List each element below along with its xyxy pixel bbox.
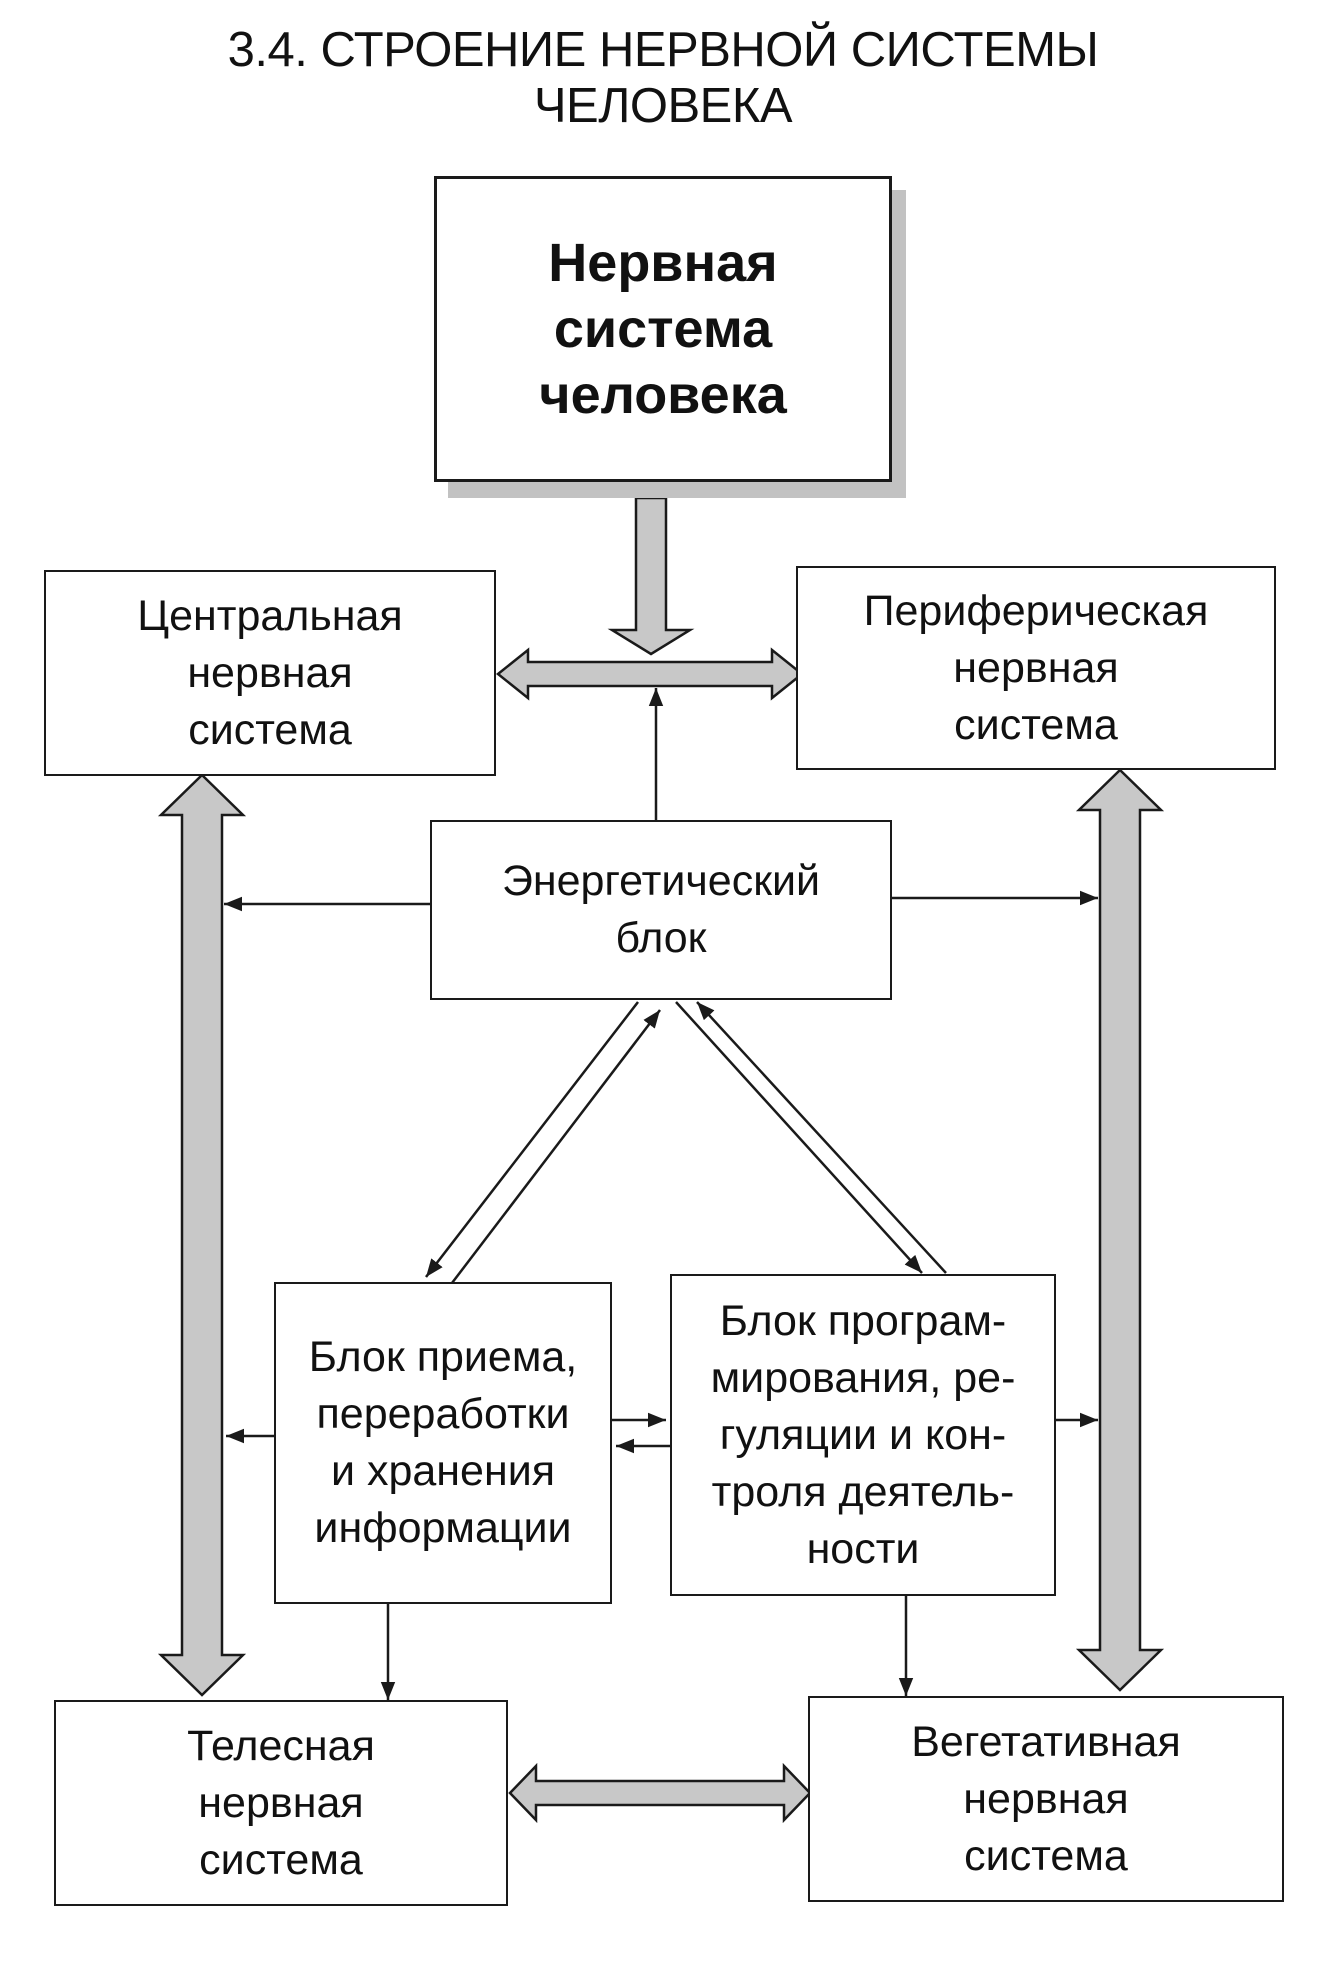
reception-block-label: Блок приема, переработки и хранения инфо… bbox=[308, 1333, 578, 1552]
nervous-system-box: Нервная система человека bbox=[434, 176, 892, 482]
peripheral-nervous-system-box: Периферическая нервная система bbox=[796, 566, 1276, 770]
title-line-2: ЧЕЛОВЕКА bbox=[533, 79, 793, 133]
central-nervous-system-box: Центральная нервная система bbox=[44, 570, 496, 776]
diagram-title: 3.4. СТРОЕНИЕ НЕРВНОЙ СИСТЕМЫ ЧЕЛОВЕКА bbox=[0, 22, 1326, 134]
main-down-arrow bbox=[607, 496, 695, 656]
energy-block-box: Энергетический блок bbox=[430, 820, 892, 1000]
energy-block-label: Энергетический блок bbox=[501, 857, 821, 962]
programming-block-label: Блок програм- мирования, ре- гуляции и к… bbox=[710, 1296, 1016, 1573]
somatic-vegetative-double-arrow bbox=[508, 1762, 812, 1824]
title-line-1: 3.4. СТРОЕНИЕ НЕРВНОЙ СИСТЕМЫ bbox=[227, 23, 1099, 77]
cns-somatic-double-arrow bbox=[157, 773, 247, 1697]
vegetative-nervous-system-label: Вегетативная нервная система bbox=[911, 1717, 1181, 1880]
energy-to-programming-arrow bbox=[675, 1001, 923, 1274]
peripheral-nervous-system-label: Периферическая нервная система bbox=[863, 586, 1209, 749]
reception-block-box: Блок приема, переработки и хранения инфо… bbox=[274, 1282, 612, 1604]
reception-to-energy-arrow bbox=[451, 1009, 661, 1284]
energy-to-reception-arrow bbox=[425, 1001, 639, 1278]
programming-to-energy-arrow bbox=[696, 1001, 947, 1274]
vegetative-nervous-system-box: Вегетативная нервная система bbox=[808, 1696, 1284, 1902]
somatic-nervous-system-box: Телесная нервная система bbox=[54, 1700, 508, 1906]
somatic-nervous-system-label: Телесная нервная система bbox=[187, 1721, 375, 1884]
programming-block-box: Блок програм- мирования, ре- гуляции и к… bbox=[670, 1274, 1056, 1596]
nervous-system-label: Нервная система человека bbox=[539, 233, 787, 425]
pns-vegetative-double-arrow bbox=[1075, 768, 1165, 1692]
central-nervous-system-label: Центральная нервная система bbox=[137, 591, 403, 754]
cns-pns-double-arrow bbox=[495, 647, 805, 701]
